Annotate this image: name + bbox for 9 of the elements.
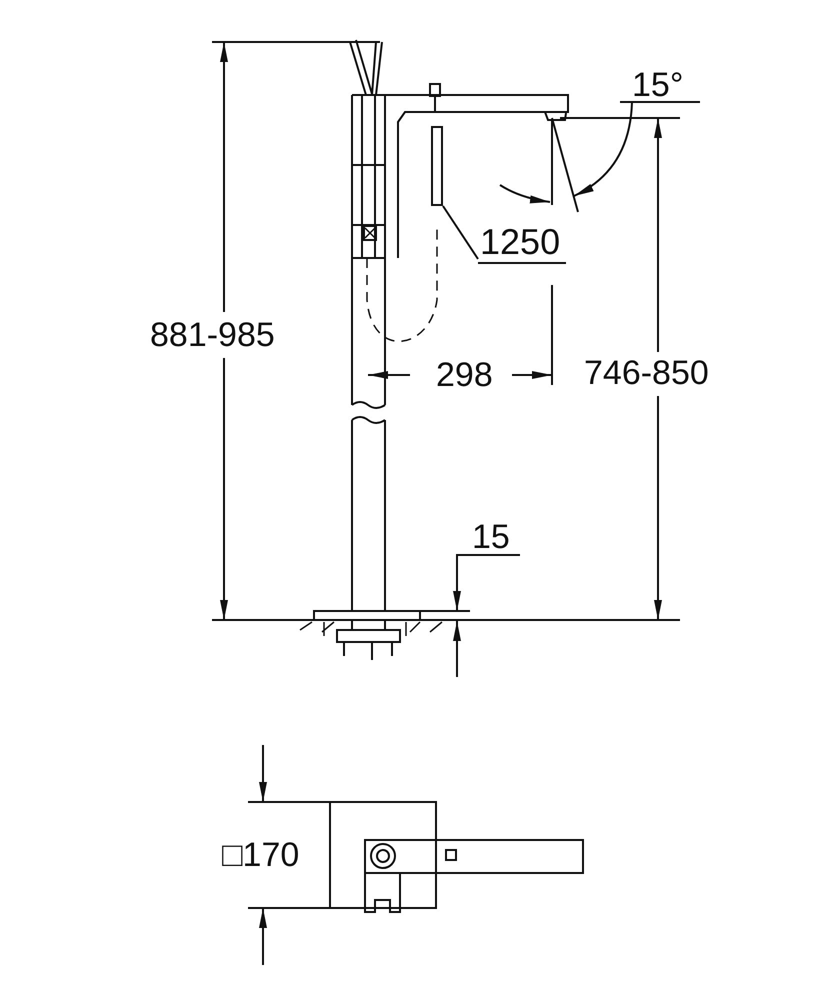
dimension-label: 298 xyxy=(436,358,493,392)
dimension-label: 881-985 xyxy=(150,318,275,352)
leader-line xyxy=(442,205,479,260)
dimension-label: 15 xyxy=(472,520,510,554)
hand-shower xyxy=(431,126,443,206)
dimension-label: □170 xyxy=(222,838,300,872)
dimension-label: 15° xyxy=(632,68,684,102)
dimension-label: 1250 xyxy=(478,224,566,264)
dimension-label: 746-850 xyxy=(584,356,709,390)
